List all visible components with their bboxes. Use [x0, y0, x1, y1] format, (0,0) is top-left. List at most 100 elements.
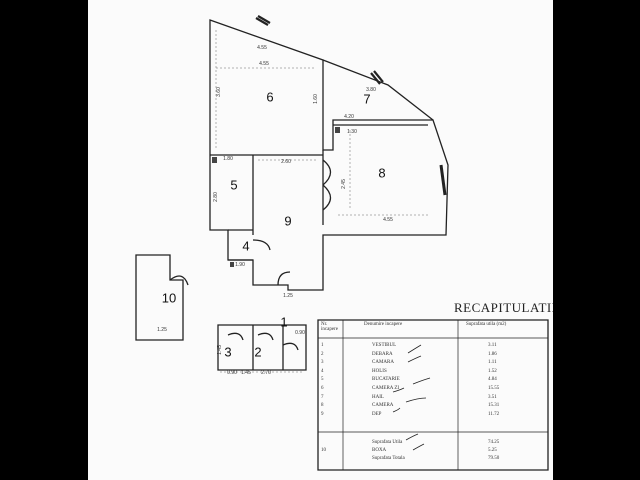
dim-label: 4.55	[257, 45, 267, 51]
recap-row-name: CAMERA	[372, 403, 394, 409]
recap-row-area: 1.11	[488, 360, 497, 366]
wall-room10	[135, 254, 184, 341]
recap-header-name: Denumire incapere	[364, 322, 403, 327]
recap-row-name: CAMERA ZI	[372, 386, 400, 391]
duct-8	[335, 127, 340, 133]
mark-row7	[392, 387, 405, 393]
wall-outline-main	[209, 19, 449, 291]
room-6-label: 6	[266, 89, 274, 105]
mark-row9	[392, 407, 401, 413]
room-7-label: 7	[363, 91, 371, 107]
recap-row-nr: 5	[321, 377, 324, 383]
recap-header-nr: Nr. incapere	[321, 322, 338, 332]
dim-label: 2.80	[213, 192, 219, 202]
recap-title: RECAPITULATIE	[454, 300, 553, 315]
recap-row-nr: 6	[321, 386, 324, 391]
wall-outline-room7	[322, 59, 434, 121]
dim-label: 1.25	[157, 327, 167, 333]
room-9-label: 9	[284, 213, 292, 229]
room-8-label: 8	[378, 165, 386, 181]
recap-total-name: Suprafata Totala	[372, 456, 405, 461]
recap-table-cols	[342, 320, 459, 470]
recap-row-name: HAIL	[372, 394, 384, 400]
recap-row-area: 1.86	[488, 351, 497, 357]
recap-row-nr: 4	[321, 368, 324, 374]
recap-total-area: 79.50	[488, 456, 500, 461]
door-unit-2	[257, 332, 274, 341]
recap-row-name: DEP	[372, 411, 382, 417]
dim-label: 1.45	[241, 370, 251, 376]
recap-row-area: 15.31	[488, 403, 500, 409]
dim-label: 1.30	[347, 129, 357, 135]
wall-units-1-3	[217, 324, 307, 371]
door-9-8	[322, 159, 332, 186]
dim-label: 4.20	[344, 114, 354, 120]
recap-row-nr: 2	[321, 351, 324, 357]
recap-row-nr: 7	[321, 394, 324, 400]
recap-row-nr: 8	[321, 403, 324, 409]
door-unit-3	[227, 332, 244, 341]
wall-4	[228, 229, 253, 261]
dim-label: 3.60	[216, 87, 222, 97]
mark-boxa	[412, 443, 425, 451]
recap-row-nr: 9	[321, 411, 324, 417]
dim-label: 4.55	[383, 217, 393, 223]
window-7	[370, 70, 384, 85]
room-2-label: 2	[254, 344, 262, 360]
mark-row6	[412, 377, 431, 385]
recap-total-area: 74.25	[488, 440, 500, 445]
recap-row-area: 15.55	[488, 386, 500, 391]
dim-label: 0.90	[227, 370, 237, 376]
dim-label: 0.90	[295, 330, 305, 336]
recap-row-area: 11.72	[488, 411, 500, 417]
dim-label: 2.45	[341, 179, 347, 189]
dim-label: 1.45	[217, 345, 223, 355]
recap-row-area: 3.11	[488, 343, 497, 348]
recap-row-name: VESTIBUL	[372, 343, 397, 348]
mark-row2	[407, 344, 422, 354]
mark-row8	[405, 397, 427, 403]
floor-plan-drawing	[135, 15, 549, 471]
recap-row-nr: 3	[321, 360, 324, 366]
recap-row-nr: 1	[321, 343, 324, 348]
door-9-entry	[277, 271, 291, 286]
room-10-label: 10	[161, 290, 177, 306]
recap-total-area: 5.25	[488, 448, 497, 453]
dim-label: 2.70	[261, 370, 271, 376]
door-9-8b	[322, 184, 332, 211]
dim-label: 1.25	[283, 293, 293, 299]
recap-row-area: 1.52	[488, 368, 497, 374]
dim-label: 1.60	[313, 94, 319, 104]
recap-total-name: BOXA	[372, 448, 387, 453]
door-unit-1	[282, 342, 299, 351]
recap-row-name: CAMARA	[372, 360, 394, 366]
room-5-label: 5	[230, 177, 238, 193]
recap-row-name: DEBARA	[372, 351, 393, 357]
dim-label: 3.80	[366, 87, 376, 93]
window-6	[255, 15, 271, 26]
dim-label: 4.55	[259, 61, 269, 67]
recap-row-area: 4.84	[488, 377, 497, 383]
mark-row3	[407, 355, 422, 363]
dim-label: 1.90	[235, 262, 245, 268]
room-4-label: 4	[242, 238, 250, 254]
recap-row-name: BUCATARIE	[372, 377, 400, 383]
duct-4	[230, 262, 234, 267]
room-3-label: 3	[224, 344, 232, 360]
recap-row-area: 3.51	[488, 394, 497, 400]
recap-row-name: HOLIS	[372, 368, 387, 374]
mark-total	[405, 433, 419, 441]
dim-label: 1.80	[223, 156, 233, 162]
wall-units-inner	[252, 325, 284, 370]
dim-label: 2.60	[281, 159, 291, 165]
door-10	[169, 275, 189, 286]
duct-5	[212, 157, 217, 163]
room-1-label: 1	[280, 314, 288, 330]
floor-plan-sheet: 6 7 5 8 9 4 10 1 3 2 4.55 4.55 3.60 1.80…	[88, 0, 553, 480]
recap-total-name: Suprafata Utila	[372, 440, 403, 445]
door-4	[252, 239, 271, 251]
window-8	[439, 164, 447, 196]
recap-total-nr: 10	[321, 448, 326, 453]
recap-header-area: Suprafata utila (m2)	[466, 322, 507, 327]
recap-table-frame	[317, 319, 549, 471]
